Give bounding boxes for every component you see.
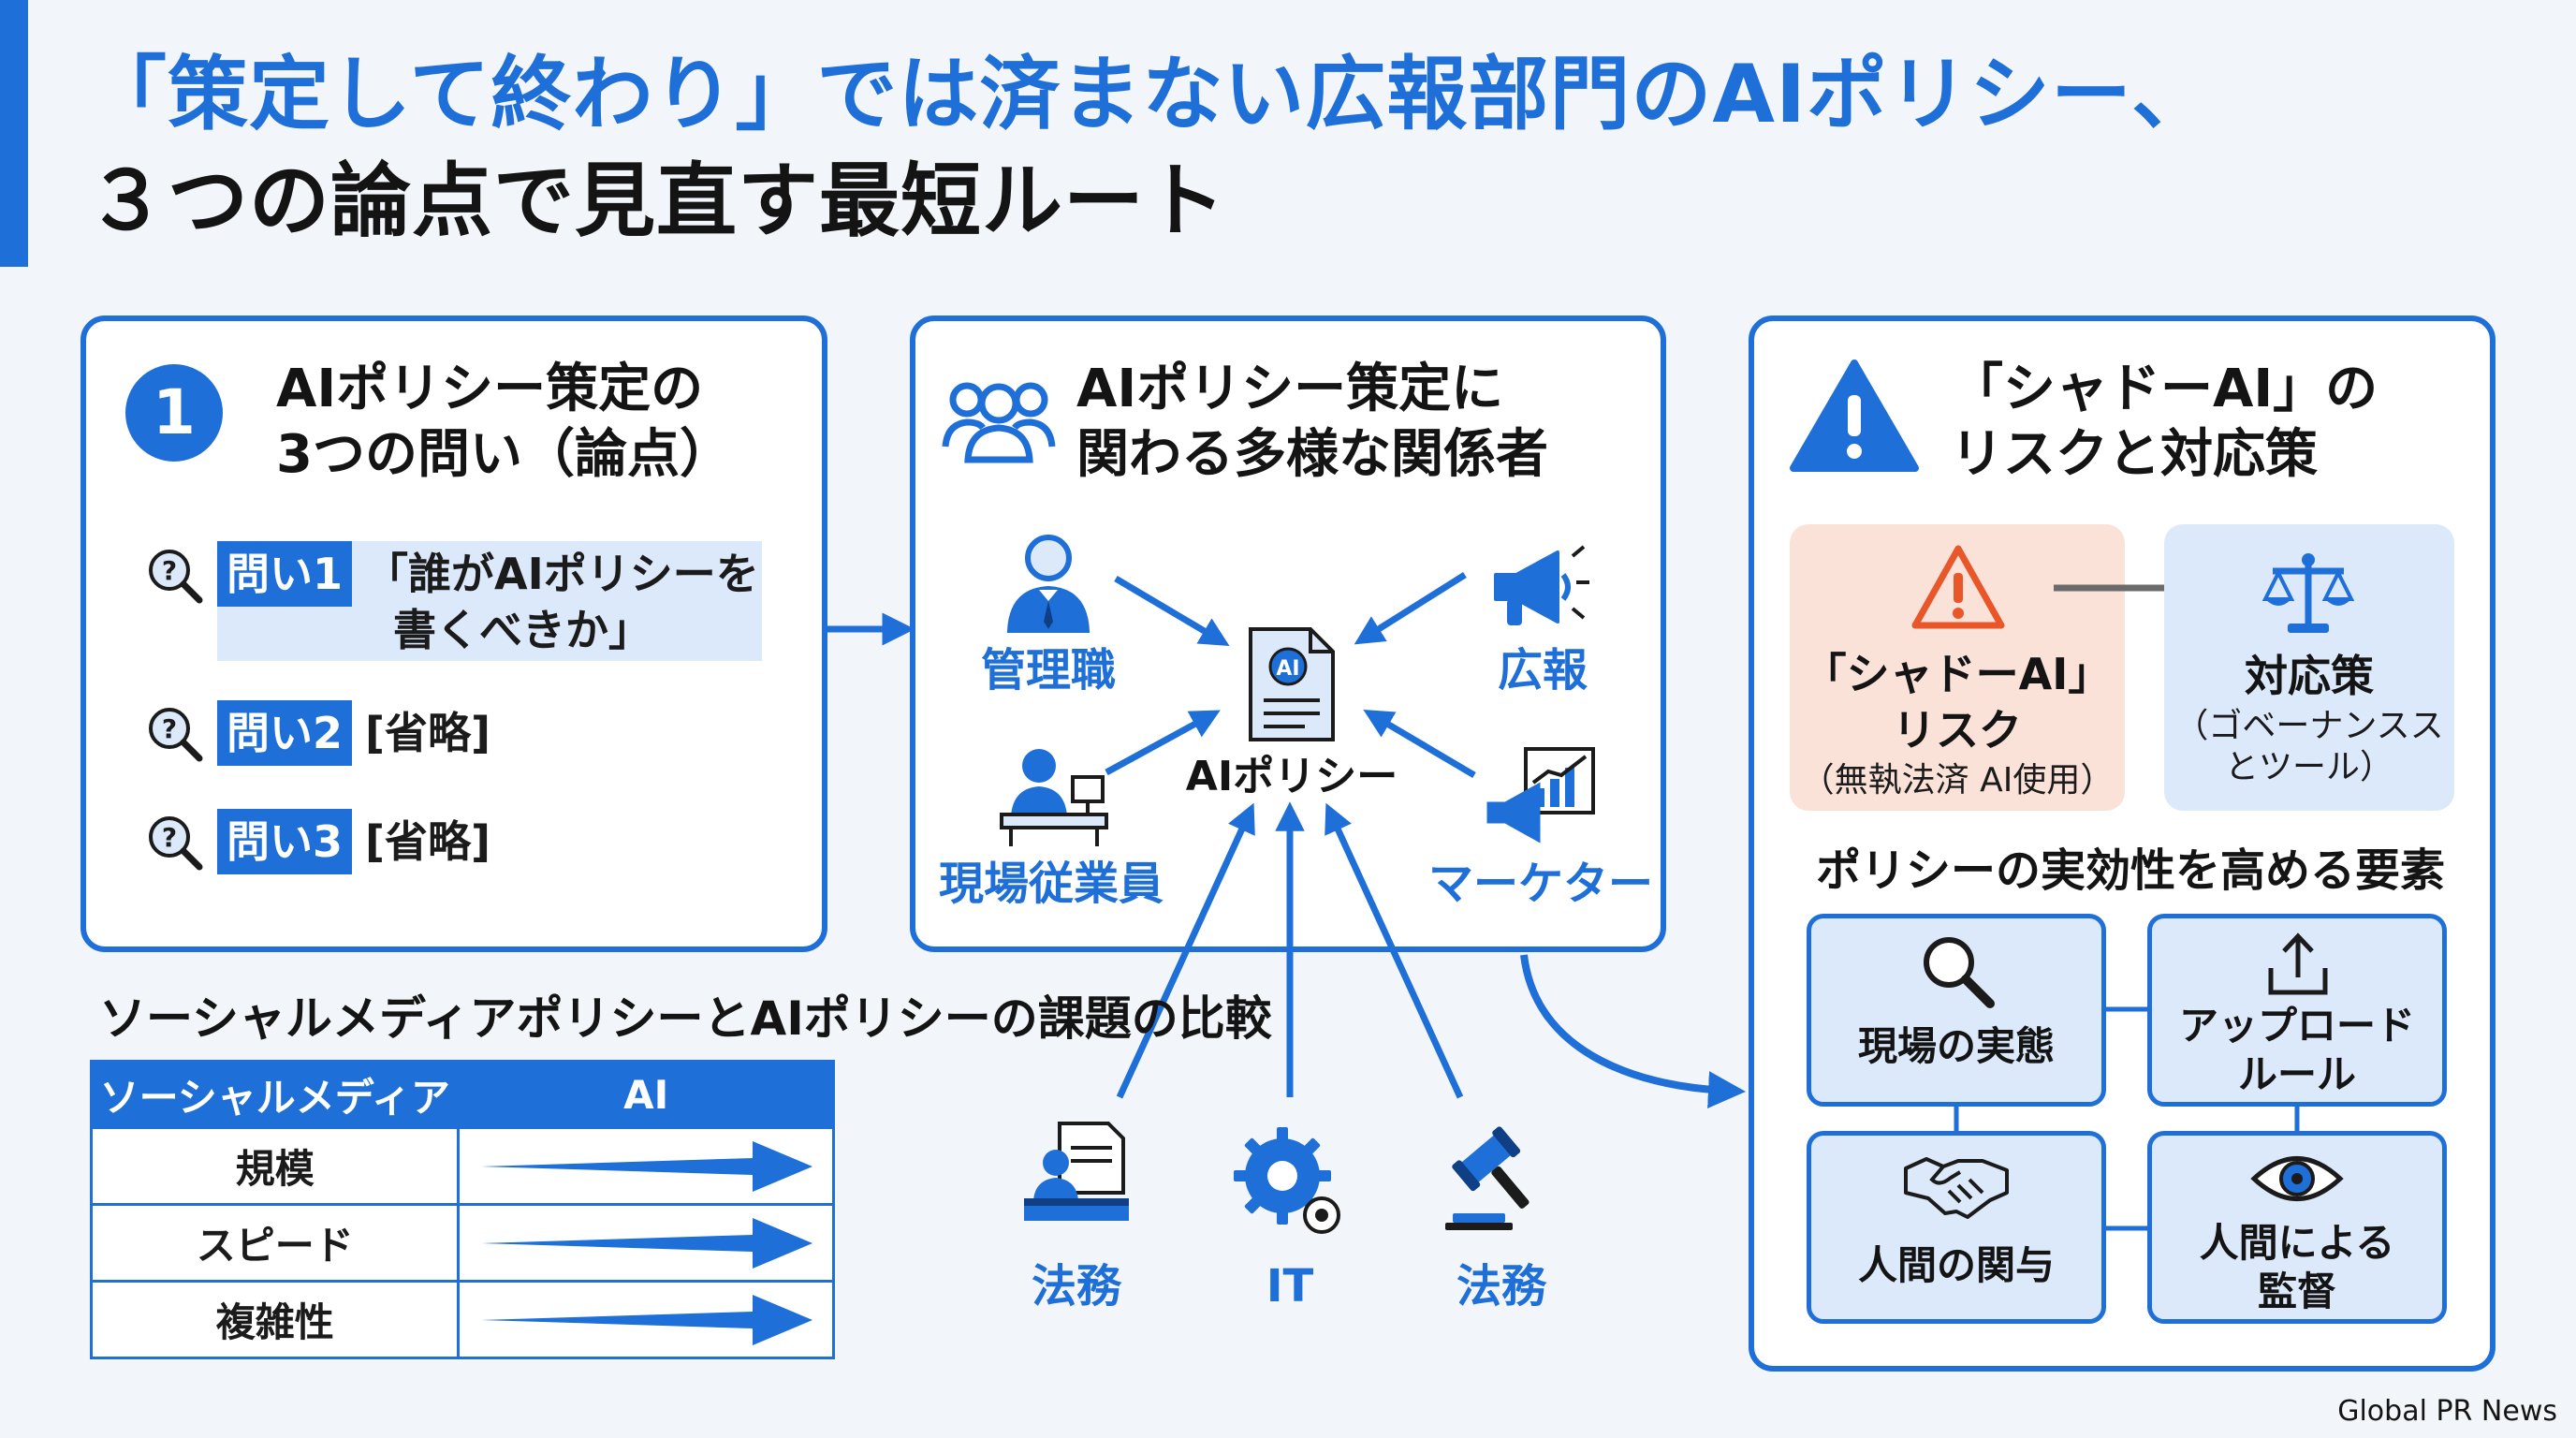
megaphone-icon [1494, 545, 1589, 625]
stakeholder-field-staff: 現場従業員 [938, 858, 1164, 910]
eye-icon [2250, 1156, 2344, 1201]
growth-arrow-cell [457, 1203, 835, 1283]
arrow-panel2-to-panel3 [1520, 954, 1746, 1109]
gear-icon [1234, 1127, 1340, 1234]
stakeholder-management: 管理職 [980, 644, 1116, 697]
svg-text:?: ? [162, 555, 177, 586]
row-label: 規模 [89, 1126, 461, 1206]
handshake-icon [1904, 1157, 2009, 1219]
shadow-ai-risk-box [1790, 524, 2125, 811]
warning-icon [1790, 360, 1919, 472]
table-row: 複雑性 [89, 1280, 835, 1359]
svg-text:?: ? [162, 713, 177, 744]
measure-subtitle-line1: （ゴベーナンスス [2174, 707, 2444, 745]
growth-arrow [481, 1294, 813, 1345]
row-label: スピード [89, 1203, 461, 1283]
risk-title-line2: リスク [1893, 705, 2022, 756]
table-row: 規模 [89, 1126, 835, 1206]
center-policy-label: AIポリシー [1185, 753, 1398, 800]
comparison-table: ソーシャルメディア AI 規模 スピード 複雑性 [89, 1060, 835, 1359]
elements-title: ポリシーの実効性を高める要素 [1816, 844, 2446, 897]
panel3-title-line2: リスクと対応策 [1951, 424, 2318, 485]
panel2-title-line2: 関わる多様な関係者 [1076, 424, 1548, 485]
growth-arrow [481, 1140, 813, 1192]
growth-arrow [481, 1217, 813, 1269]
question3-tag: 問い3 [217, 809, 353, 874]
legal-document-icon [1024, 1122, 1129, 1221]
upload-icon [2268, 932, 2328, 995]
question1-text-line1: 「誰がAIポリシーを [365, 549, 759, 599]
gavel-icon [1445, 1126, 1530, 1230]
marketing-chart-icon [1486, 747, 1595, 844]
people-group-icon [942, 382, 1056, 463]
panel2-title-line1: AIポリシー策定に [1076, 359, 1504, 419]
stakeholder-legal-left: 法務 [1031, 1260, 1121, 1313]
question1-text-line2: 書くべきか」 [393, 605, 651, 655]
question3-text: [省略] [365, 816, 491, 867]
risk-title-line1: 「シャドーAI」 [1803, 649, 2112, 699]
growth-arrow-cell [457, 1280, 835, 1359]
ai-badge-text: AI [1276, 657, 1299, 681]
magnifier-icon [1924, 937, 1995, 1008]
stakeholder-it: IT [1266, 1260, 1314, 1313]
column-header-ai: AI [457, 1060, 835, 1129]
measure-title: 対応策 [2245, 651, 2374, 701]
scale-balance-icon [2261, 553, 2355, 633]
question2-text: [省略] [365, 708, 491, 758]
stakeholder-legal-right: 法務 [1456, 1260, 1546, 1313]
panel1-title-line1: AIポリシー策定の [276, 359, 704, 419]
element-upload-rules-line1: アップロード [2178, 1003, 2415, 1049]
arrow-marketer [1363, 709, 1476, 779]
risk-subtitle: （無執法済 AI使用） [1800, 761, 2115, 800]
page-title-line1: 「策定して終わり」では済まない広報部門のAIポリシー、 [86, 48, 2214, 141]
search-question-icon: ? [149, 550, 203, 604]
stakeholder-pr: 広報 [1497, 644, 1588, 697]
search-question-icon: ? [149, 816, 203, 871]
question1-tag: 問い1 [217, 541, 353, 607]
panel1-title-line2: 3つの問い（論点） [276, 424, 732, 485]
panel3-title-line1: 「シャドーAI」の [1951, 359, 2378, 419]
growth-arrow-cell [457, 1126, 835, 1206]
element-human-oversight-line1: 人間による [2199, 1220, 2395, 1266]
stakeholder-marketer: マーケター [1427, 858, 1653, 910]
measure-subtitle-line2: とツール） [2224, 748, 2393, 786]
row-label: 複雑性 [89, 1280, 461, 1359]
element-human-involvement-label: 人間の関与 [1857, 1242, 2055, 1288]
svg-text:?: ? [162, 822, 177, 853]
arrow-field-staff [1105, 710, 1221, 776]
manager-icon [1006, 535, 1090, 633]
arrow-pr [1354, 572, 1467, 645]
arrow-legal-right [1325, 802, 1464, 1099]
footer-source: Global PR News [2337, 1395, 2557, 1428]
column-header-social: ソーシャルメディア [89, 1060, 461, 1129]
arrow-management [1114, 575, 1230, 647]
risk-warning-icon [1911, 545, 2005, 629]
element-field-reality-label: 現場の実態 [1857, 1023, 2055, 1069]
title-accent-bar [0, 0, 28, 267]
ai-document-icon: AI [1249, 627, 1335, 741]
comparison-title: ソーシャルメディアポリシーとAIポリシーの課題の比較 [99, 991, 1272, 1046]
element-human-oversight-line2: 監督 [2257, 1269, 2336, 1314]
page-title-line2: ３つの論点で見直す最短ルート [86, 154, 1226, 248]
table-row: スピード [89, 1203, 835, 1283]
search-question-icon: ? [149, 708, 203, 762]
office-worker-icon [1000, 749, 1108, 846]
question2-tag: 問い2 [217, 700, 353, 766]
arrow-legal-left [1116, 802, 1255, 1099]
element-upload-rules-line2: ルール [2237, 1051, 2356, 1097]
number-badge: 1 [125, 364, 223, 462]
